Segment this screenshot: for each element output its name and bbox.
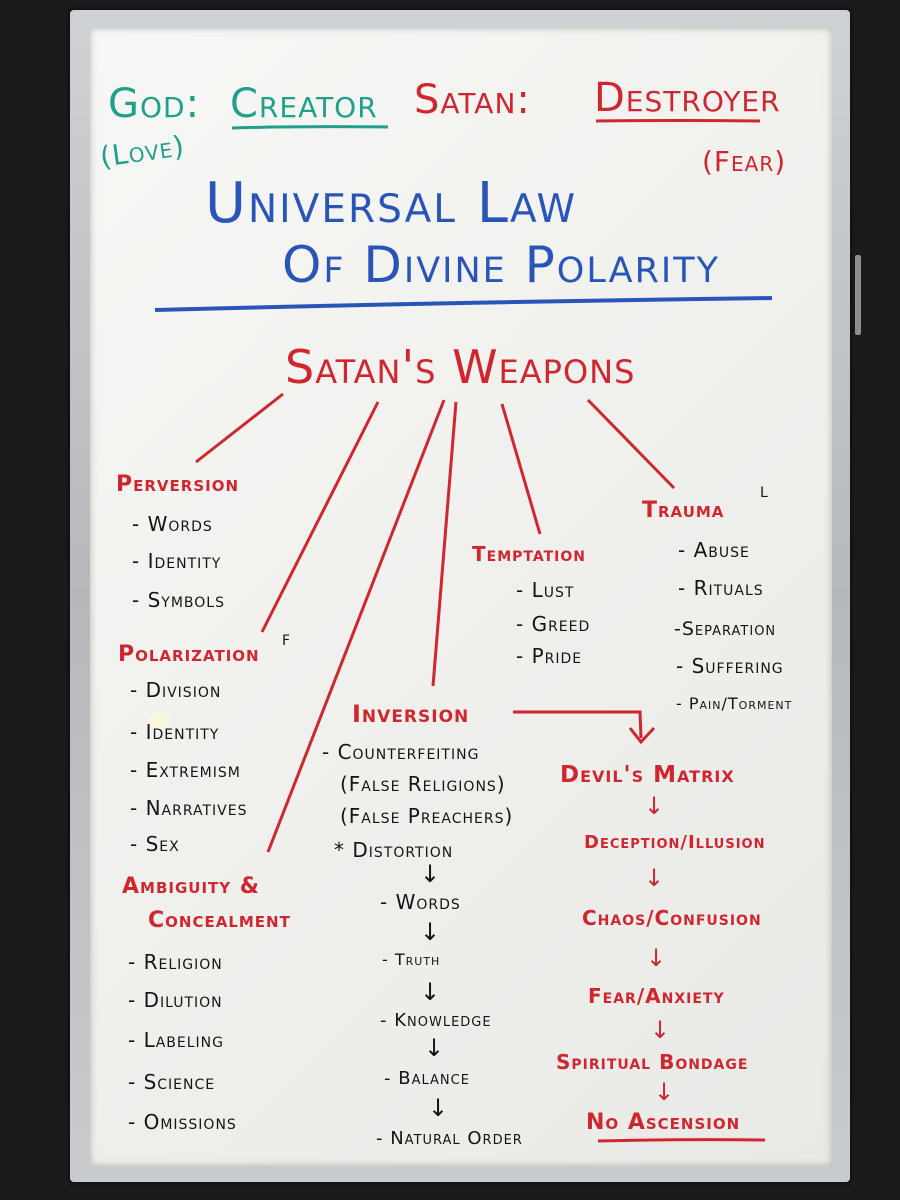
- perversion-heading: Perversion: [116, 472, 240, 497]
- inversion-heading: Inversion: [352, 700, 470, 728]
- ambiguity-item: - Dilution: [128, 988, 223, 1012]
- trauma-item: - Pain/Torment: [676, 694, 793, 713]
- matrix-chain-item: Deception/Illusion: [584, 832, 766, 853]
- ambiguity-heading-line-1: Ambiguity &: [122, 874, 260, 899]
- trauma-item: - Abuse: [678, 538, 750, 562]
- ambiguity-item: - Omissions: [128, 1110, 237, 1134]
- distortion-chain-item: - Natural Order: [376, 1128, 523, 1149]
- weapons-heading: Satan's Weapons: [285, 340, 636, 394]
- perversion-item: - Symbols: [132, 588, 225, 612]
- polarization-heading: Polarization: [118, 642, 260, 667]
- trauma-item: - Suffering: [676, 654, 784, 678]
- down-arrow-icon: ↓: [654, 1078, 676, 1106]
- wall-bracket: [855, 255, 861, 335]
- temptation-item: - Lust: [516, 578, 575, 602]
- down-arrow-icon: ↓: [420, 860, 442, 888]
- polarization-item: - Identity: [130, 720, 220, 744]
- polarization-item: - Division: [130, 678, 222, 702]
- ambiguity-item: - Religion: [128, 950, 223, 974]
- down-arrow-icon: ↓: [646, 944, 668, 972]
- polarization-mark: F: [282, 633, 292, 649]
- trauma-mark: L: [760, 485, 769, 501]
- matrix-chain-item: Chaos/Confusion: [582, 906, 762, 930]
- god-label: God:: [108, 81, 201, 127]
- inversion-item: (False Religions): [340, 772, 506, 796]
- trauma-item: -Separation: [674, 618, 777, 640]
- fear-label: (Fear): [702, 145, 787, 178]
- perversion-item: - Words: [132, 512, 213, 536]
- distortion-chain-item: - Words: [380, 890, 461, 914]
- matrix-chain-item: No Ascension: [586, 1110, 741, 1135]
- satan-label: Satan:: [414, 77, 531, 123]
- down-arrow-icon: ↓: [424, 1034, 446, 1062]
- down-arrow-icon: ↓: [650, 1016, 672, 1044]
- matrix-chain-item: Spiritual Bondage: [556, 1050, 749, 1074]
- ambiguity-item: - Labeling: [128, 1028, 224, 1052]
- temptation-item: - Pride: [516, 644, 583, 668]
- trauma-item: - Rituals: [678, 576, 764, 600]
- inversion-item: * Distortion: [334, 838, 454, 862]
- destroyer-label: Destroyer: [594, 75, 781, 121]
- matrix-chain-item: Devil's Matrix: [560, 762, 735, 788]
- down-arrow-icon: ↓: [420, 978, 442, 1006]
- down-arrow-icon: ↓: [420, 918, 442, 946]
- matrix-chain-item: Fear/Anxiety: [588, 984, 725, 1008]
- polarization-item: - Narratives: [130, 796, 248, 820]
- temptation-item: - Greed: [516, 612, 591, 636]
- ambiguity-item: - Science: [128, 1070, 216, 1094]
- distortion-chain-item: - Truth: [382, 950, 441, 969]
- creator-label: Creator: [230, 81, 378, 127]
- inversion-item: (False Preachers): [340, 804, 514, 828]
- polarization-item: - Extremism: [130, 758, 241, 782]
- title-line-2: Of Divine Polarity: [282, 236, 721, 294]
- polarization-item: - Sex: [130, 832, 180, 856]
- whiteboard: [90, 28, 832, 1166]
- down-arrow-icon: ↓: [644, 792, 666, 820]
- inversion-item: - Counterfeiting: [322, 740, 480, 764]
- temptation-heading: Temptation: [472, 542, 586, 566]
- down-arrow-icon: ↓: [644, 864, 666, 892]
- light-reflection: [148, 710, 170, 732]
- trauma-heading: Trauma: [642, 498, 725, 523]
- perversion-item: - Identity: [132, 549, 222, 573]
- down-arrow-icon: ↓: [428, 1094, 450, 1122]
- title-line-1: Universal Law: [205, 171, 578, 236]
- ambiguity-heading-line-2: Concealment: [148, 908, 291, 933]
- distortion-chain-item: - Knowledge: [380, 1010, 492, 1031]
- distortion-chain-item: - Balance: [384, 1068, 470, 1089]
